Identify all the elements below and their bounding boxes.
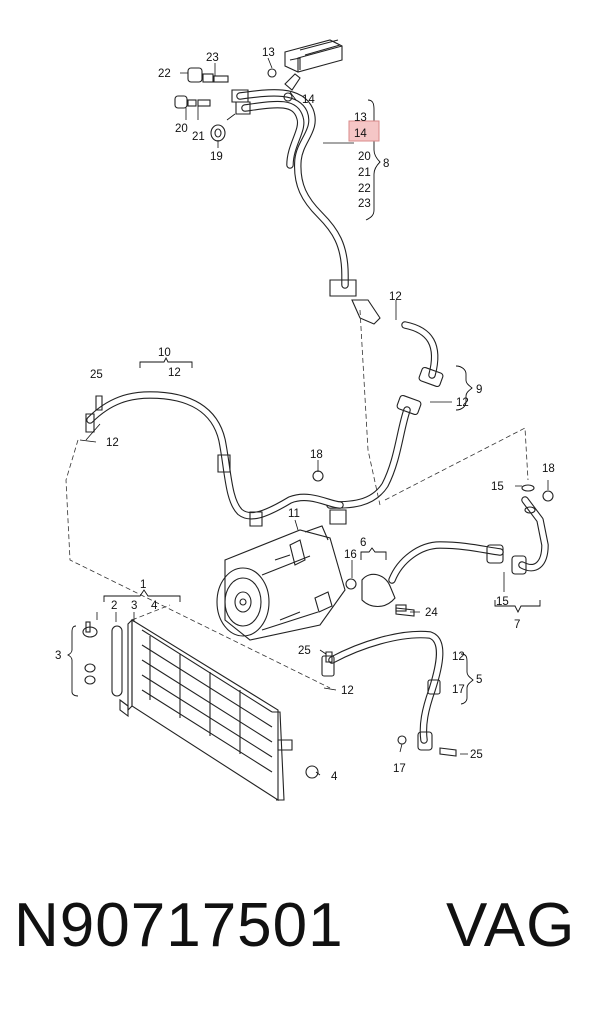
group-5-item-17: 17 [452, 684, 465, 696]
callout-12-left: 12 [106, 437, 119, 449]
group-8-item-13: 13 [354, 112, 367, 124]
hose-line-6 [361, 541, 504, 612]
hose-line-5 [321, 630, 444, 751]
callout-12-top: 12 [389, 291, 402, 303]
group-6-label: 6 [360, 537, 366, 549]
callout-25-bottom-right: 25 [470, 749, 483, 761]
callout-25-left: 25 [90, 369, 103, 381]
callout-16: 16 [344, 549, 357, 561]
callout-23: 23 [206, 52, 219, 64]
callout-15-top: 15 [491, 481, 504, 493]
group-8-label: 8 [383, 158, 389, 170]
highlighted-callout-box [348, 120, 380, 142]
group-5-label: 5 [476, 674, 482, 686]
fittings-top-left [174, 67, 293, 142]
callout-15-bottom: 15 [496, 596, 509, 608]
hose-line-10 [85, 391, 347, 527]
group-8-item-22: 22 [358, 183, 371, 195]
group-9-label: 9 [476, 384, 482, 396]
callout-18-mid: 18 [310, 449, 323, 461]
group-10-label: 10 [158, 347, 171, 359]
callout-labels: 23 13 22 14 20 21 19 13 14 20 8 21 22 23… [55, 47, 555, 783]
callout-12-right: 12 [456, 397, 469, 409]
group-8-item-20: 20 [358, 151, 371, 163]
callout-3-top: 3 [131, 600, 137, 612]
callout-21: 21 [192, 131, 205, 143]
callout-20: 20 [175, 123, 188, 135]
hose-line-7 [511, 484, 554, 575]
condenser [82, 618, 319, 802]
group-1-label: 1 [140, 579, 146, 591]
part-number-text: N90717501 [14, 891, 344, 960]
ac-compressor [216, 525, 346, 641]
callout-17-bottom: 17 [393, 763, 406, 775]
group-7-label: 7 [514, 619, 520, 631]
callout-4-bottom: 4 [331, 771, 338, 783]
evaporator-connector-block [284, 39, 343, 73]
callout-22: 22 [158, 68, 171, 80]
callout-13: 13 [262, 47, 275, 59]
callout-18-right: 18 [542, 463, 555, 475]
group-8-item-23: 23 [358, 198, 371, 210]
hose-line-9 [326, 299, 444, 509]
leader-lines [79, 57, 549, 776]
callout-4-top: 4 [151, 600, 158, 612]
group-3-label: 3 [55, 650, 61, 662]
group-5-item-12: 12 [452, 651, 465, 663]
callout-12-bottom: 12 [341, 685, 354, 697]
callout-14: 14 [302, 94, 315, 106]
group-brackets [66, 99, 541, 705]
callout-24: 24 [425, 607, 438, 619]
dashed-routing-lines [65, 309, 529, 689]
brand-text: VAG [446, 891, 576, 960]
group-10-item-12: 12 [168, 367, 181, 379]
group-8-item-14: 14 [354, 128, 367, 140]
fasteners [95, 395, 536, 757]
hose-line-8 [231, 73, 357, 297]
group-8-item-21: 21 [358, 167, 371, 179]
callout-25-bottom-left: 25 [298, 645, 311, 657]
callout-19: 19 [210, 151, 223, 163]
callout-2: 2 [111, 600, 117, 612]
ac-system-exploded-diagram: 23 13 22 14 20 21 19 13 14 20 8 21 22 23… [55, 39, 555, 802]
callout-11: 11 [288, 508, 300, 520]
